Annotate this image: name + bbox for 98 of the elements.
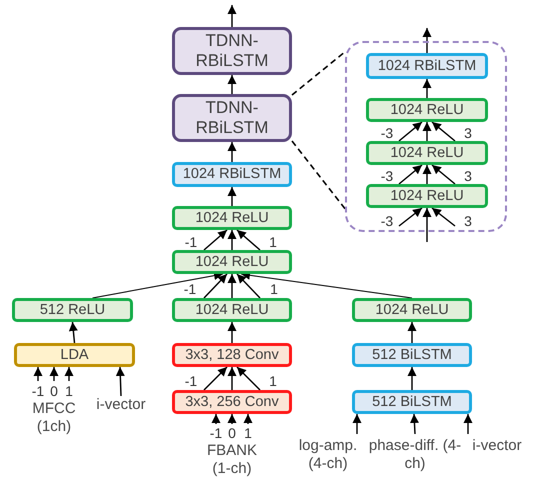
edge-label: 0 [227, 426, 237, 440]
edge-label: 0 [49, 384, 59, 398]
arrow [422, 28, 432, 53]
arrow [228, 414, 236, 424]
layer-box [352, 390, 472, 414]
arrow [228, 274, 236, 298]
arrow [236, 274, 260, 298]
arrow [432, 207, 456, 227]
layer-label: 1024 RBiLSTM [376, 58, 478, 74]
layer-label: LDA [59, 346, 90, 364]
arrow [410, 414, 419, 434]
edge-label: -1 [184, 235, 198, 249]
layer-label: TDNN- RBiLSTM [194, 98, 270, 138]
layer-box [366, 141, 488, 165]
layer-box [352, 298, 472, 322]
arrow [422, 208, 432, 242]
arrow [116, 366, 125, 396]
layer-label: 1024 ReLU [389, 188, 465, 204]
arrow [228, 367, 236, 390]
edge-label: -1 [208, 426, 224, 440]
arrow [352, 414, 362, 434]
arrow [236, 229, 260, 251]
arrow [422, 165, 432, 184]
arrow [398, 164, 422, 185]
layer-label: TDNN- RBiLSTM [194, 31, 270, 71]
arrow [398, 121, 422, 142]
arrow [236, 366, 260, 390]
arrow [228, 75, 236, 94]
arrow [464, 414, 472, 434]
layer-label: 512 ReLU [38, 302, 106, 318]
arrow [408, 367, 416, 390]
edge-label: 3 [463, 126, 473, 140]
edge-label: 1 [269, 282, 279, 296]
arrow [92, 271, 224, 298]
layer-label: 3x3, 128 Conv [184, 346, 280, 364]
input-label: FBANK (1-ch) [206, 442, 258, 478]
layer-label: 1024 ReLU [389, 144, 465, 162]
edge-label: -1 [182, 282, 198, 296]
arrow [228, 142, 236, 162]
arrow [228, 5, 236, 27]
layer-box [172, 206, 292, 230]
layer-box [14, 343, 135, 367]
edge-label: 3 [463, 169, 473, 183]
arrow [422, 122, 432, 141]
arrow [212, 414, 220, 424]
arrow [228, 322, 236, 343]
edge-label: 1 [268, 235, 278, 249]
arrow [244, 414, 252, 424]
layer-label: 512 BiLSTM [371, 346, 453, 364]
edge-label: 1 [243, 426, 253, 440]
arrow [204, 229, 228, 251]
arrow [408, 322, 416, 343]
dashed-zoom-line [291, 140, 347, 210]
layer-label: 1024 ReLU [194, 254, 270, 270]
arrow [64, 367, 74, 381]
edge-label: -3 [380, 126, 394, 140]
layer-box [172, 27, 292, 75]
input-label: i-vector [464, 437, 530, 455]
layer-box [172, 250, 292, 274]
edge-label: -1 [184, 374, 198, 388]
layer-box [172, 390, 292, 414]
edge-label: -3 [380, 214, 394, 228]
arrow [50, 367, 58, 381]
edge-label: 1 [268, 374, 278, 388]
layer-label: 1024 ReLU [389, 102, 465, 118]
layer-box [172, 94, 292, 142]
layer-label: 3x3, 256 Conv [184, 394, 280, 410]
edge-label: -3 [380, 169, 394, 183]
layer-label: 1024 ReLU [374, 302, 450, 318]
layer-box [366, 53, 488, 79]
arrow [228, 187, 236, 206]
layer-box [172, 162, 292, 187]
layer-label: 1024 RBiLSTM [182, 166, 282, 183]
input-label: MFCC (1ch) [31, 400, 77, 436]
layer-box [366, 184, 488, 208]
layer-box [172, 298, 292, 322]
arrow [204, 274, 228, 298]
arrow [204, 366, 228, 390]
arrow [432, 164, 456, 185]
arrow [68, 322, 78, 344]
layer-label: 1024 ReLU [194, 210, 270, 226]
layer-label: 512 BiLSTM [371, 394, 453, 410]
zoom-detail-frame [345, 41, 507, 232]
layer-label: 1024 ReLU [194, 302, 270, 318]
arrow [432, 121, 456, 142]
arrow [228, 230, 236, 250]
layer-box [12, 298, 133, 322]
layer-box [366, 98, 488, 122]
arrow [398, 207, 422, 227]
edge-label: -1 [30, 384, 46, 398]
edge-label: 3 [463, 214, 473, 228]
arrow [34, 367, 42, 381]
layer-box [352, 343, 472, 367]
layer-box [172, 343, 292, 367]
dashed-zoom-line [292, 50, 346, 96]
input-label: i-vector [90, 396, 152, 414]
arrow [422, 79, 432, 98]
edge-label: 1 [64, 384, 74, 398]
